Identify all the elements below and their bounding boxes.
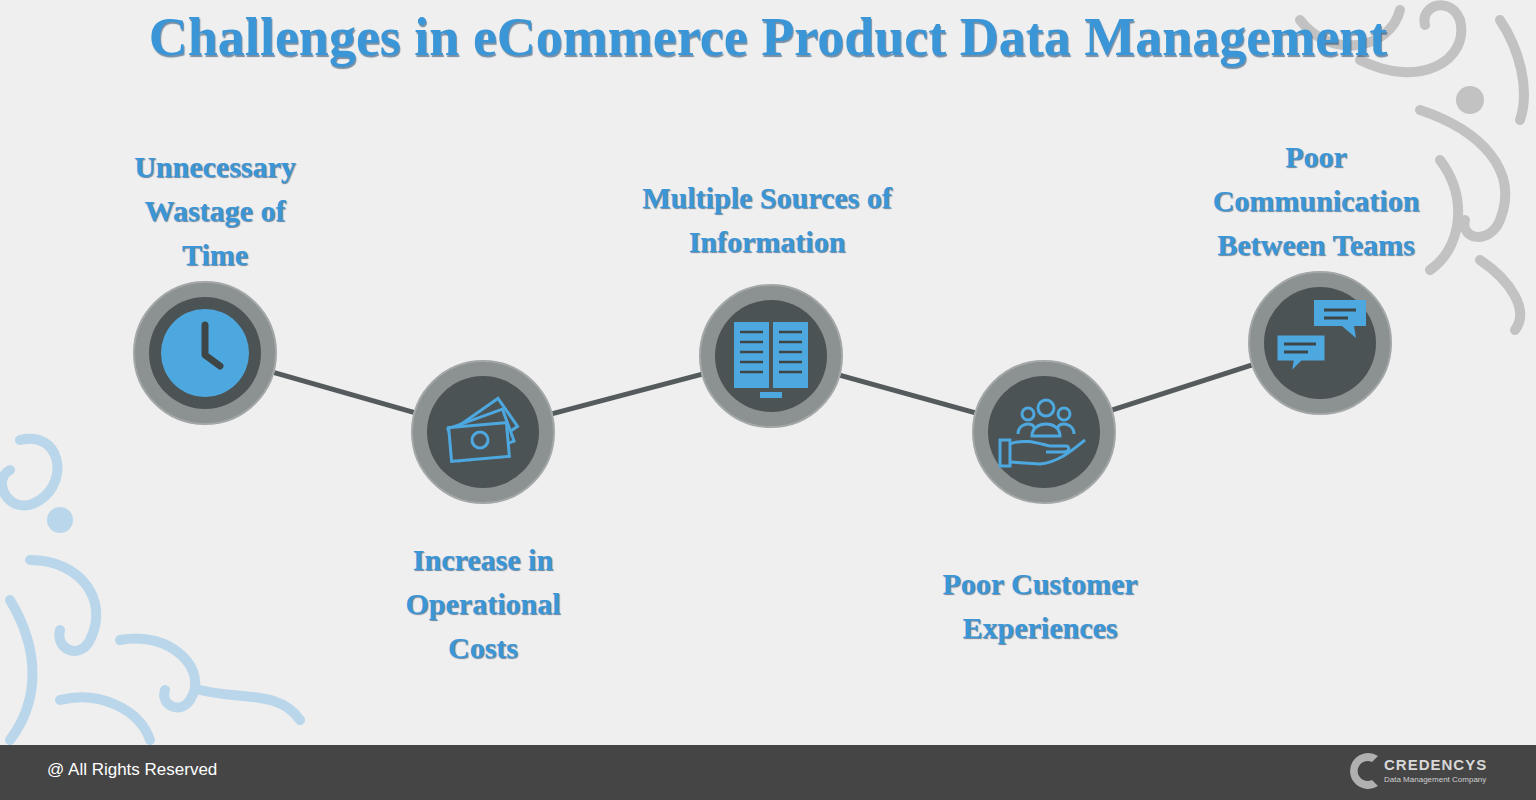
diagram-title: Challenges in eCommerce Product Data Man… [118,6,1418,68]
connector-line [840,375,974,412]
clock-icon [161,309,249,397]
company-logo-mark [1350,753,1378,789]
book-icon [734,322,808,398]
circle-outline [699,284,843,428]
challenge-heading: Unnecessary Wastage of Time [113,145,318,277]
connector-line [274,373,413,413]
bottom-left-ornament [2,439,300,740]
footer-bar [0,745,1536,800]
challenge-heading: Poor Communication Between Teams [1189,135,1444,267]
connector-line [553,374,702,413]
challenge-heading: Poor Customer Experiences [908,562,1173,650]
chat-bubbles-icon [1276,300,1366,374]
challenge-circle: Poor Communication Between Teams [1248,271,1392,415]
customers-in-hand-icon [1000,400,1085,466]
money-icon [448,398,518,461]
circle-outline [133,281,277,425]
connector-line [1113,365,1252,410]
company-name: CREDENCYS [1384,756,1487,774]
company-tagline: Data Management Company [1384,775,1486,785]
challenge-circle: Multiple Sources of Information [699,284,843,428]
circle-outline [411,360,555,504]
challenge-heading: Multiple Sources of Information [630,176,905,264]
challenge-circle: Increase in Operational Costs [411,360,555,504]
challenge-circle: Unnecessary Wastage of Time [133,281,277,425]
challenge-heading: Increase in Operational Costs [381,538,586,670]
circle-outline [972,360,1116,504]
circle-outline [1248,271,1392,415]
challenge-circle: Poor Customer Experiences [972,360,1116,504]
copyright-note: @ All Rights Reserved [47,758,217,782]
